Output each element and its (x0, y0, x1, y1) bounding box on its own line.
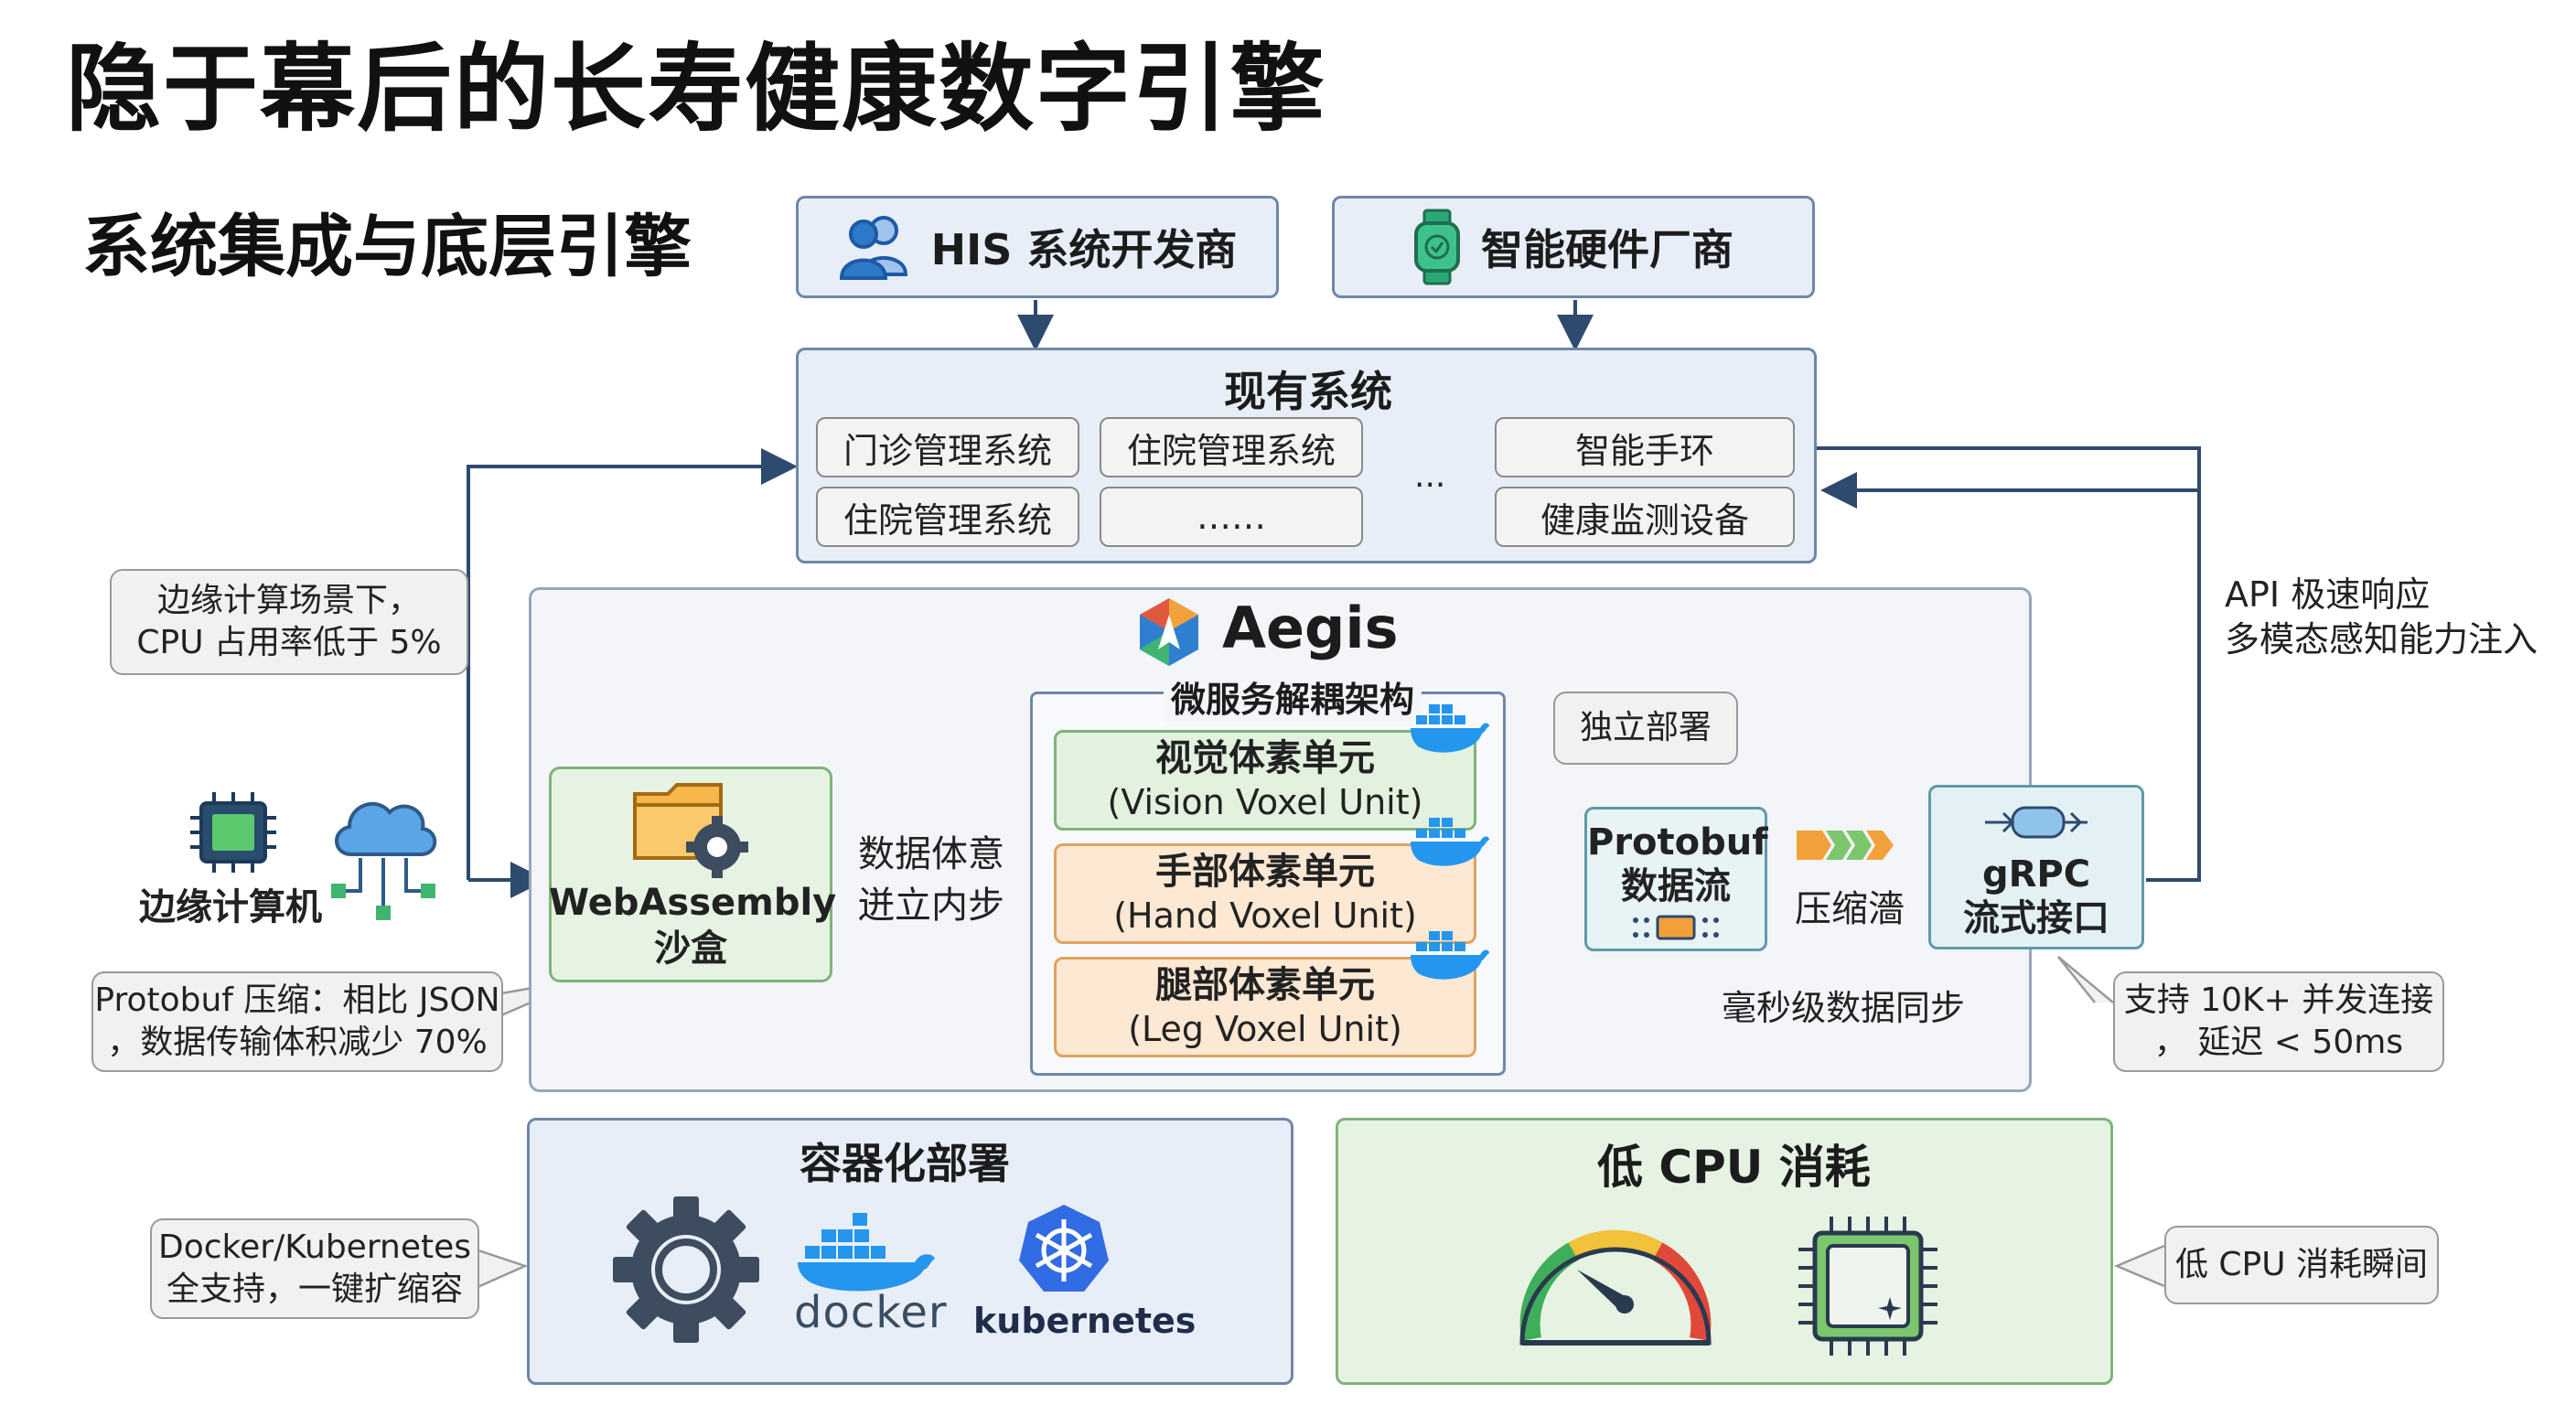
concurrency-callout-pointer (2057, 956, 2114, 1003)
docker-label: docker (794, 1287, 948, 1338)
docker-logo-icon (798, 1213, 935, 1292)
api-label-line-1: API 极速响应 (2225, 574, 2431, 615)
edge-note-line-1: 边缘计算场景下， (156, 581, 421, 619)
leg-voxel-unit: 腿部体素单元 (Leg Voxel Unit) (1054, 957, 1476, 1057)
hardware-vendor-box: 智能硬件厂商 (1332, 196, 1815, 298)
gear-icon (613, 1196, 759, 1343)
system-item-health-monitor: 健康监测设备 (1495, 487, 1795, 547)
container-support-note: Docker/Kubernetes 全支持，一键扩缩容 (150, 1218, 479, 1319)
edge-note-line-2: CPU 占用率低于 5% (136, 624, 442, 661)
data-buffer-icon (1633, 915, 1719, 940)
hand-unit-title: 手部体素单元 (1155, 851, 1375, 894)
microservice-arch-label: 微服务解耦架构 (1164, 671, 1422, 722)
systems-ellipsis: ... (1414, 457, 1446, 495)
grpc-stream-interface-box: gRPC 流式接口 (1928, 785, 2144, 949)
smartwatch-icon (1414, 209, 1460, 285)
concurrency-note: 支持 10K+ 并发连接 ， 延迟 < 50ms (2113, 971, 2444, 1072)
edge-to-systems-arrow (467, 448, 798, 880)
protobuf-note-line-2: ，数据传输体积减少 70% (107, 1024, 488, 1061)
api-response-label: API 极速响应 多模态感知能力注入 (2225, 573, 2538, 663)
cpu-icon (1798, 1217, 1937, 1356)
api-label-line-2: 多模态感知能力注入 (2225, 619, 2538, 660)
containerization-title: 容器化部署 (800, 1139, 1010, 1188)
wasm-flow-label-line-2: 迸立内步 (858, 885, 1004, 927)
existing-systems-title: 现有系统 (1224, 367, 1392, 416)
system-item-inpatient-2: 住院管理系统 (816, 487, 1079, 547)
gauge-icon (1519, 1229, 1712, 1346)
his-vendor-box: HIS 系统开发商 (796, 196, 1279, 298)
compress-label: 压缩濇 (1795, 888, 1905, 930)
grpc-label-line-2: 流式接口 (1963, 897, 2109, 939)
protobuf-note-line-1: Protobuf 压缩：相比 JSON (94, 981, 500, 1019)
cloud-network-icon (331, 801, 437, 920)
users-icon (839, 216, 907, 280)
system-item-smart-band: 智能手环 (1495, 417, 1795, 477)
ms-sync-label: 毫秒级数据同步 (1722, 988, 1966, 1028)
cpu-callout-pointer (2113, 1244, 2165, 1288)
hand-unit-sub: (Hand Voxel Unit) (1113, 896, 1417, 937)
data-chevrons-icon (1797, 831, 1894, 860)
low-cpu-note: 低 CPU 消耗瞬间 (2164, 1226, 2439, 1304)
protobuf-stream-line-2: 数据流 (1621, 865, 1731, 907)
concurrency-note-line-2: ， 延迟 < 50ms (2153, 1024, 2404, 1061)
protobuf-compression-note: Protobuf 压缩：相比 JSON ，数据传输体积减少 70% (91, 971, 503, 1072)
pipe-icon (1985, 806, 2088, 839)
aegis-title: Aegis (1222, 595, 1399, 661)
container-note-line-1: Docker/Kubernetes (158, 1228, 471, 1266)
section-subtitle: 系统集成与底层引擎 (82, 208, 692, 286)
page-title: 隐于幕后的长寿健康数字引擎 (66, 33, 1327, 145)
leg-unit-sub: (Leg Voxel Unit) (1128, 1009, 1402, 1050)
folder-gear-icon (633, 783, 748, 878)
vision-unit-title: 视觉体素单元 (1155, 737, 1375, 780)
docker-whale-icon (1411, 818, 1489, 866)
docker-whale-icon (1411, 931, 1489, 980)
system-item-inpatient: 住院管理系统 (1100, 417, 1363, 477)
his-vendor-label: HIS 系统开发商 (930, 225, 1238, 274)
independent-deploy-note: 独立部署 (1553, 692, 1738, 765)
protobuf-stream-line-1: Protobuf (1587, 821, 1768, 863)
kubernetes-label: kubernetes (973, 1301, 1197, 1341)
edge-computer-label: 边缘计算机 (139, 886, 322, 928)
wasm-flow-label: 数据体意 迸立内步 (858, 829, 1004, 931)
protobuf-stream-box: Protobuf 数据流 (1584, 807, 1768, 951)
container-note-line-2: 全支持，一键扩缩容 (166, 1271, 463, 1308)
container-callout-pointer (475, 1248, 529, 1290)
docker-whale-icon (1411, 704, 1489, 753)
hand-voxel-unit: 手部体素单元 (Hand Voxel Unit) (1054, 843, 1476, 944)
grpc-label-line-1: gRPC (1981, 853, 2091, 896)
low-cpu-box (1336, 1118, 2113, 1385)
leg-unit-title: 腿部体素单元 (1155, 964, 1375, 1007)
webassembly-label-line-2: 沙盒 (654, 928, 727, 970)
concurrency-note-line-1: 支持 10K+ 并发连接 (2123, 981, 2434, 1019)
webassembly-label-line-1: WebAssembly (549, 882, 837, 924)
kubernetes-icon (1019, 1205, 1109, 1292)
system-item-more: …… (1100, 487, 1363, 547)
low-cpu-title: 低 CPU 消耗 (1597, 1141, 1871, 1194)
aegis-logo-icon (1140, 598, 1198, 666)
wasm-flow-label-line-1: 数据体意 (858, 833, 1004, 875)
edge-cpu-note: 边缘计算场景下， CPU 占用率低于 5% (110, 569, 468, 675)
vision-voxel-unit: 视觉体素单元 (Vision Voxel Unit) (1054, 730, 1476, 831)
system-item-outpatient: 门诊管理系统 (816, 417, 1079, 477)
grpc-api-line (1817, 446, 2201, 882)
chip-icon (190, 792, 276, 873)
hardware-vendor-label: 智能硬件厂商 (1481, 225, 1733, 274)
webassembly-label: WebAssembly 沙盒 (549, 880, 837, 971)
vision-unit-sub: (Vision Voxel Unit) (1107, 782, 1423, 823)
